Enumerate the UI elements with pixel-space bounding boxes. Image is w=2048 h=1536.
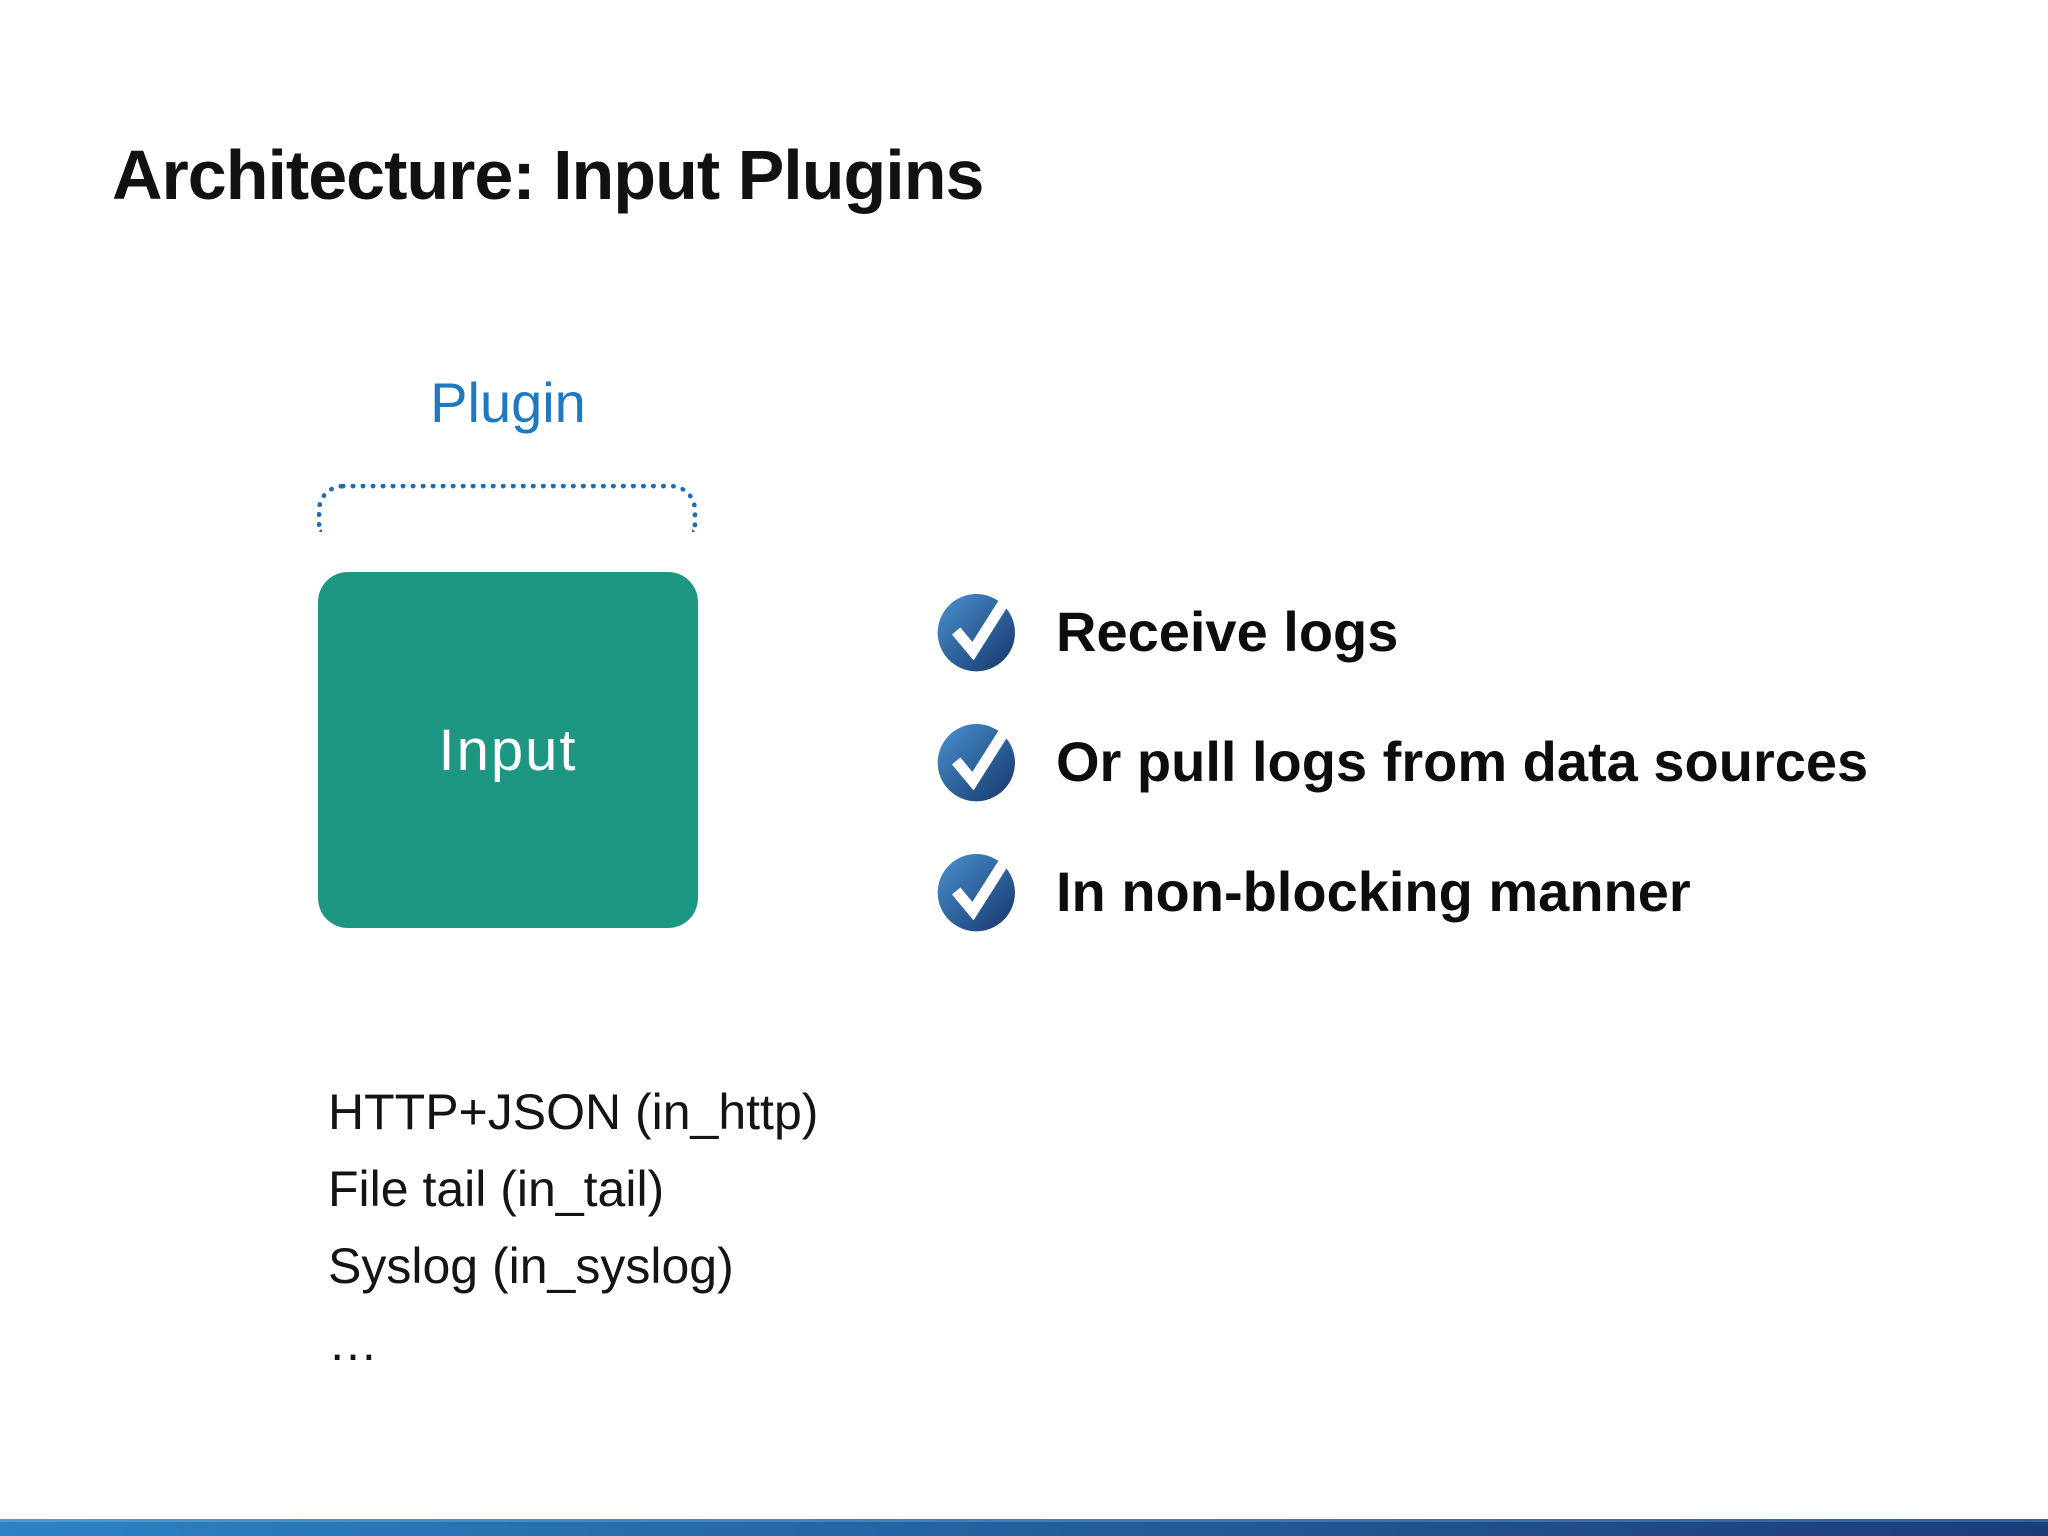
bullet-list: Receive logs Or pull logs from data sour…: [936, 590, 1868, 980]
plugin-label: Plugin: [430, 371, 586, 434]
plugin-example-item: …: [328, 1315, 378, 1371]
bullet-label: Receive logs: [1056, 599, 1399, 663]
plugin-example-item: HTTP+JSON (in_http): [328, 1084, 819, 1140]
input-box: Input: [318, 572, 698, 928]
bullet-label: Or pull logs from data sources: [1056, 729, 1869, 793]
check-icon: [937, 854, 1015, 932]
bullet-item: Or pull logs from data sources: [936, 720, 1868, 802]
plugin-examples-list: HTTP+JSON (in_http) File tail (in_tail) …: [328, 1074, 818, 1382]
bullet-label: In non-blocking manner: [1056, 859, 1691, 923]
check-icon: [937, 724, 1015, 802]
plugin-bracket: [317, 484, 697, 532]
footer-bar: [0, 1519, 2048, 1536]
plugin-example-item: File tail (in_tail): [328, 1161, 665, 1217]
bullet-item: Receive logs: [936, 590, 1868, 672]
plugin-example-item: Syslog (in_syslog): [328, 1238, 734, 1294]
check-icon: [937, 594, 1015, 672]
page-title: Architecture: Input Plugins: [112, 135, 984, 214]
bullet-item: In non-blocking manner: [936, 850, 1868, 932]
input-box-label: Input: [438, 717, 578, 783]
